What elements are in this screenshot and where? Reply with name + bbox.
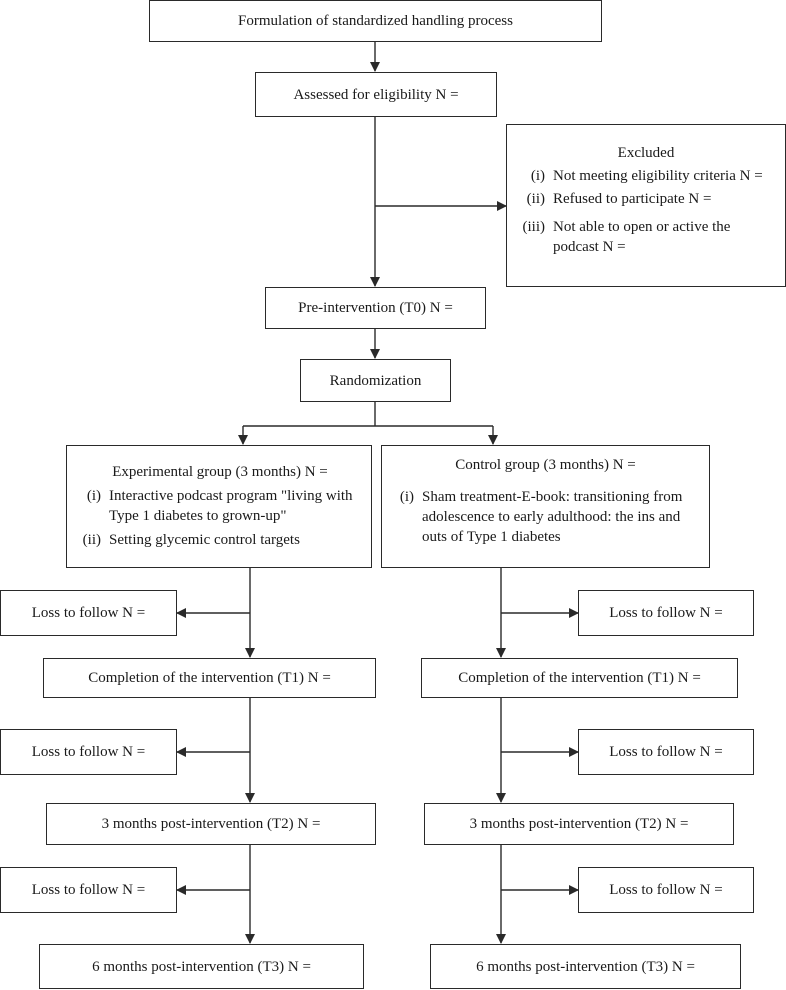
exp-loss-box-1: Loss to follow N = bbox=[0, 590, 177, 636]
ctl-loss-box-3: Loss to follow N = bbox=[578, 867, 754, 913]
experimental-item-num: (ii) bbox=[82, 532, 101, 548]
control-item-num: (i) bbox=[399, 489, 414, 505]
experimental-item-text: Interactive podcast program "living with… bbox=[109, 488, 353, 524]
ctl-loss-label-2: Loss to follow N = bbox=[609, 744, 723, 760]
process-box: Formulation of standardized handling pro… bbox=[149, 0, 602, 42]
excluded-item-text: Not able to open or active the podcast N… bbox=[553, 219, 731, 255]
experimental-item: (i) Interactive podcast program "living … bbox=[77, 486, 363, 526]
exp-loss-label-1: Loss to follow N = bbox=[31, 605, 146, 621]
ctl-t2-box: 3 months post-intervention (T2) N = bbox=[424, 803, 734, 845]
excluded-item: (i) Not meeting eligibility criteria N = bbox=[515, 166, 777, 186]
excluded-item-num: (iii) bbox=[522, 219, 546, 235]
ctl-t3-label: 6 months post-intervention (T3) N = bbox=[476, 958, 695, 975]
exp-t2-box: 3 months post-intervention (T2) N = bbox=[46, 803, 376, 845]
ctl-t1-label: Completion of the intervention (T1) N = bbox=[458, 670, 701, 686]
excluded-item-text: Not meeting eligibility criteria N = bbox=[553, 168, 763, 184]
exp-t1-box: Completion of the intervention (T1) N = bbox=[43, 658, 376, 698]
exp-loss-box-3: Loss to follow N = bbox=[0, 867, 177, 913]
pre-intervention-box: Pre-intervention (T0) N = bbox=[265, 287, 486, 329]
ctl-loss-label-1: Loss to follow N = bbox=[609, 605, 723, 621]
exp-loss-label-3: Loss to follow N = bbox=[31, 882, 146, 898]
pre-intervention-label: Pre-intervention (T0) N = bbox=[298, 300, 453, 316]
exp-t3-box: 6 months post-intervention (T3) N = bbox=[39, 944, 364, 989]
ctl-loss-label-3: Loss to follow N = bbox=[609, 882, 723, 898]
excluded-box: Excluded (i) Not meeting eligibility cri… bbox=[506, 124, 786, 287]
ctl-t2-label: 3 months post-intervention (T2) N = bbox=[469, 816, 689, 832]
exp-loss-box-2: Loss to follow N = bbox=[0, 729, 177, 775]
excluded-item-num: (ii) bbox=[526, 191, 545, 207]
experimental-item: (ii) Setting glycemic control targets bbox=[77, 530, 363, 550]
control-item-text: Sham treatment-E-book: transitioning fro… bbox=[422, 489, 683, 545]
excluded-title: Excluded bbox=[617, 145, 675, 161]
excluded-item-text: Refused to participate N = bbox=[553, 191, 712, 207]
assessed-label: Assessed for eligibility N = bbox=[293, 86, 459, 103]
ctl-t3-box: 6 months post-intervention (T3) N = bbox=[430, 944, 741, 989]
ctl-loss-box-1: Loss to follow N = bbox=[578, 590, 754, 636]
randomization-label: Randomization bbox=[329, 372, 422, 389]
ctl-t1-box: Completion of the intervention (T1) N = bbox=[421, 658, 738, 698]
control-title: Control group (3 months) N = bbox=[455, 457, 636, 473]
randomization-box: Randomization bbox=[300, 359, 451, 402]
control-item: (i) Sham treatment-E-book: transitioning… bbox=[392, 487, 699, 547]
experimental-group-box: Experimental group (3 months) N = (i) In… bbox=[66, 445, 372, 568]
exp-t2-label: 3 months post-intervention (T2) N = bbox=[101, 816, 321, 832]
experimental-item-text: Setting glycemic control targets bbox=[109, 532, 300, 548]
experimental-title: Experimental group (3 months) N = bbox=[112, 464, 328, 480]
exp-t3-label: 6 months post-intervention (T3) N = bbox=[92, 958, 311, 975]
experimental-item-num: (i) bbox=[86, 488, 101, 504]
excluded-item: (iii) Not able to open or active the pod… bbox=[515, 217, 777, 257]
process-label: Formulation of standardized handling pro… bbox=[238, 13, 513, 29]
control-group-box: Control group (3 months) N = (i) Sham tr… bbox=[381, 445, 710, 568]
excluded-item: (ii) Refused to participate N = bbox=[515, 189, 777, 209]
exp-t1-label: Completion of the intervention (T1) N = bbox=[88, 670, 331, 686]
assessed-box: Assessed for eligibility N = bbox=[255, 72, 497, 117]
exp-loss-label-2: Loss to follow N = bbox=[31, 744, 146, 760]
excluded-item-num: (i) bbox=[530, 168, 545, 184]
ctl-loss-box-2: Loss to follow N = bbox=[578, 729, 754, 775]
